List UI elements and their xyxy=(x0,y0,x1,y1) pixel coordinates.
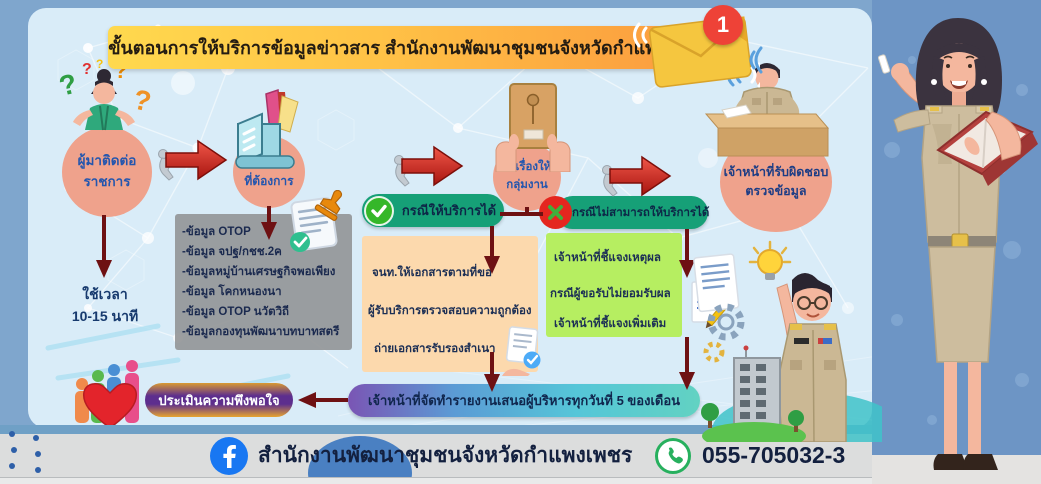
arrow-right-icon xyxy=(602,155,672,197)
svg-text:?: ? xyxy=(56,68,80,102)
topic-item: -ข้อมูล โคกหนองนา xyxy=(182,286,282,298)
step3-label-line2: กลุ่มงาน xyxy=(506,179,548,191)
facebook-name-text: สำนักงานพัฒนาชุมชนจังหวัดกำแพงเพชร xyxy=(258,444,633,467)
arrow-right-icon xyxy=(394,145,464,187)
topic-item: -ข้อมูล จปฐ/กชช.2ค xyxy=(182,246,282,258)
step4-label-line1: เจ้าหน้าที่รับผิดชอบ xyxy=(723,164,829,179)
footer-bottom-strip xyxy=(0,477,1041,484)
topic-item: -ข้อมูล OTOP xyxy=(182,226,251,238)
case-not-serviceable-banner: กรณีไม่สามารถให้บริการได้ xyxy=(556,196,710,229)
cross-icon xyxy=(539,196,572,229)
check-icon xyxy=(364,195,394,226)
step4-label-line2: ตรวจข้อมูล xyxy=(745,184,807,198)
envelope-hands-icon xyxy=(495,83,571,172)
not-serviceable-step: เจ้าหน้าที่ชี้แจงเพิ่มเติม xyxy=(554,318,667,330)
facebook-icon xyxy=(210,437,248,475)
document-tray-icon xyxy=(235,88,299,169)
report-bar-label: เจ้าหน้าที่จัดทำรายงานเสนอผู้บริหารทุกวั… xyxy=(367,393,681,408)
heart-people-icon xyxy=(75,360,139,429)
arrow-right-icon xyxy=(158,139,228,181)
step1-label-line2: ราชการ xyxy=(83,174,131,189)
officer-desk-illustration xyxy=(704,63,830,157)
duration-note: ใช้เวลา 10-15 นาที xyxy=(55,283,155,328)
svg-text:?: ? xyxy=(82,61,92,78)
document-hand-icon xyxy=(502,326,541,376)
serviceable-step: จนท.ให้เอกสารตามที่ขอ xyxy=(372,267,492,279)
case-not-serviceable-label: กรณีไม่สามารถให้บริการได้ xyxy=(572,206,710,219)
notification-count: 1 xyxy=(716,12,730,37)
phone-number: 055-705032-3 xyxy=(702,434,845,477)
phone-number-text: 055-705032-3 xyxy=(702,442,846,468)
duration-line2: 10-15 นาที xyxy=(71,308,139,325)
serviceable-step: ผู้รับบริการตรวจสอบความถูกต้อง xyxy=(368,305,532,317)
document-check-icon xyxy=(290,197,338,252)
serviceable-step: ถ่ายเอกสารรับรองสำเนา xyxy=(374,343,496,355)
case-serviceable-banner: กรณีให้บริการได้ xyxy=(362,194,504,227)
svg-text:?: ? xyxy=(96,57,103,71)
not-serviceable-steps-box: เจ้าหน้าที่ชี้แจงเหตุผล กรณีผู้ขอรับไม่ย… xyxy=(546,233,682,337)
topic-item: -ข้อมูล OTOP นวัตวิถี xyxy=(182,306,289,318)
serviceable-steps-box: จนท.ให้เอกสารตามที่ขอ ผู้รับบริการตรวจสอ… xyxy=(362,236,538,372)
confused-citizen-illustration: ? ? ? ? ? xyxy=(56,57,154,131)
evaluation-label: ประเมินความพึงพอใจ xyxy=(158,392,280,408)
step-circle-request: แจ้งเรื่อง ที่ต้องการ xyxy=(233,136,305,208)
page-title: ขั้นตอนการให้บริการข้อมูลข่าวสาร สำนักงา… xyxy=(108,26,706,69)
case-serviceable-label: กรณีให้บริการได้ xyxy=(401,203,497,218)
stamp-icon xyxy=(314,190,343,221)
notification-badge: 1 xyxy=(703,5,743,45)
officer-idea-illustration xyxy=(693,240,882,442)
footer-blue-strip xyxy=(0,425,882,434)
bokeh-decoration xyxy=(884,56,1029,425)
step2-label-line2: ที่ต้องการ xyxy=(244,174,294,188)
step1-label-line1: ผู้มาติดต่อ xyxy=(77,153,137,169)
topic-item: -ข้อมูลกองทุนพัฒนาบทบาทสตรี xyxy=(182,326,340,338)
topic-item: -ข้อมูลหมู่บ้านเศรษฐกิจพอเพียง xyxy=(182,266,336,278)
not-serviceable-step: กรณีผู้ขอรับไม่ยอมรับผล xyxy=(550,288,671,300)
duration-line1: ใช้เวลา xyxy=(82,286,128,302)
sound-waves-icon xyxy=(749,46,763,74)
teacher-illustration xyxy=(877,18,1038,470)
not-serviceable-step: เจ้าหน้าที่ชี้แจงเหตุผล xyxy=(554,252,661,264)
phone-icon xyxy=(655,438,691,474)
title-text: ขั้นตอนการให้บริการข้อมูลข่าวสาร สำนักงา… xyxy=(108,38,706,58)
footer-bar xyxy=(0,434,882,477)
dots-decoration xyxy=(9,431,41,473)
step-circle-visitor: ผู้มาติดต่อ ราชการ xyxy=(62,127,152,217)
facebook-page-name: สำนักงานพัฒนาชุมชนจังหวัดกำแพงเพชร xyxy=(258,434,632,477)
evaluation-pill: ประเมินความพึงพอใจ xyxy=(145,383,293,417)
svg-text:?: ? xyxy=(131,84,154,118)
monthly-report-bar: เจ้าหน้าที่จัดทำรายงานเสนอผู้บริหารทุกวั… xyxy=(348,384,700,417)
